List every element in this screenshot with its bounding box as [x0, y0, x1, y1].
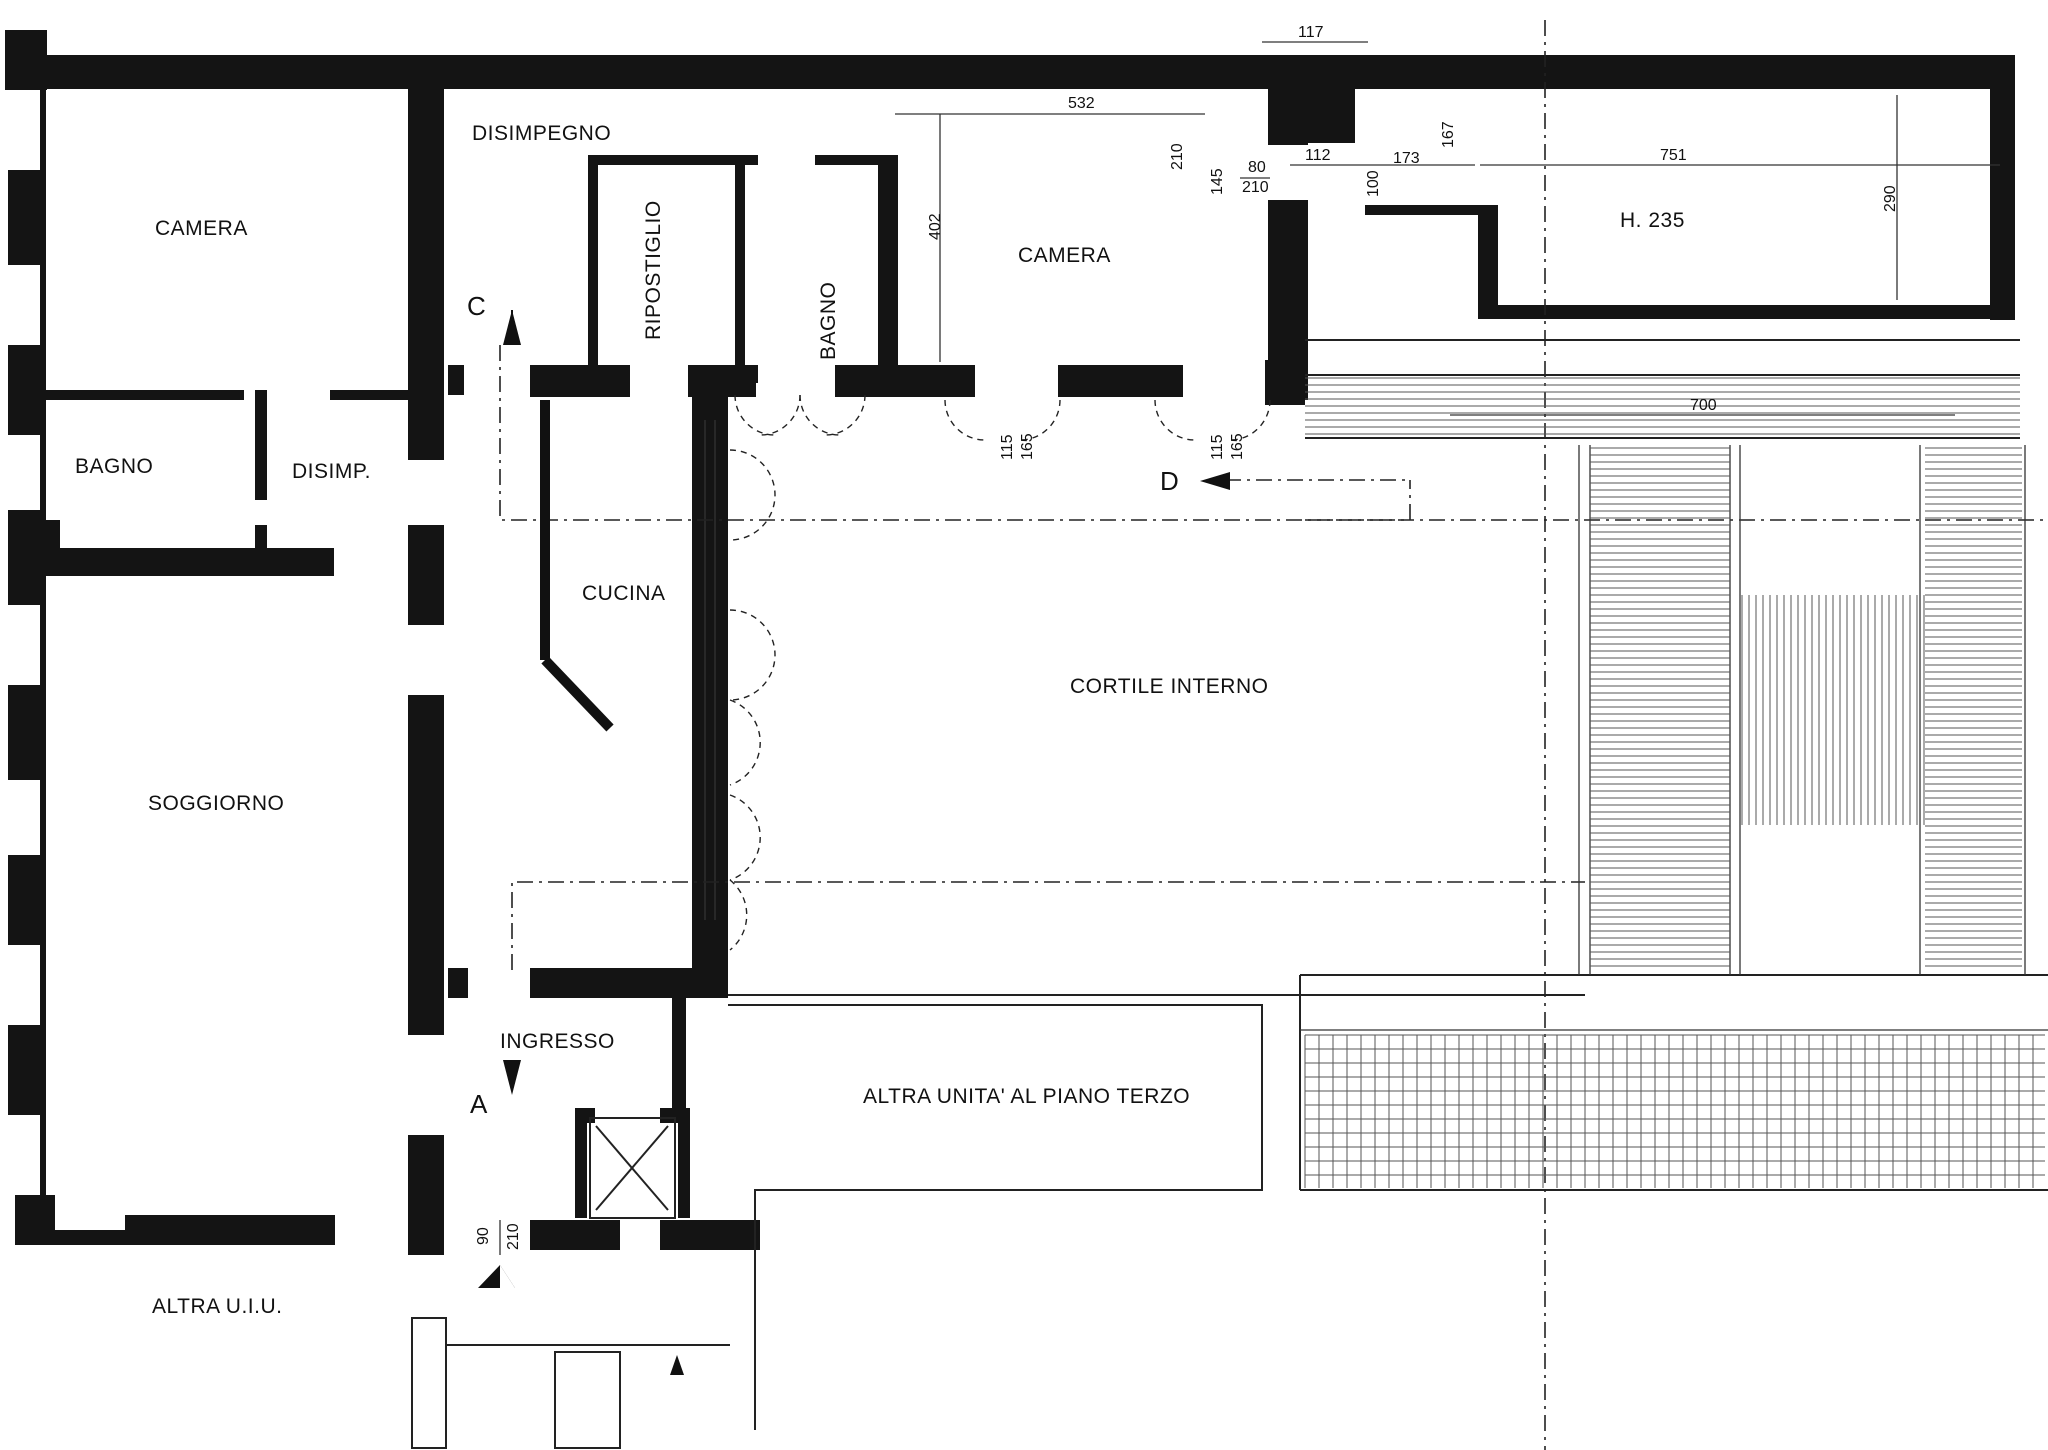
label-altra-uiu: ALTRA U.I.U. — [152, 1295, 282, 1318]
dim-210b: 210 — [1242, 179, 1269, 196]
dim-532: 532 — [1068, 95, 1095, 112]
dim-100: 100 — [1365, 170, 1382, 197]
label-camera-center: CAMERA — [1018, 244, 1111, 267]
dim-167: 167 — [1440, 121, 1457, 148]
dim-210c: 210 — [505, 1223, 522, 1250]
label-disimp: DISIMP. — [292, 460, 371, 483]
section-mark-d: D — [1160, 466, 1179, 496]
arrow-c — [503, 310, 521, 345]
dim-173: 173 — [1393, 150, 1420, 167]
room-labels: DISIMPEGNO CAMERA RIPOSTIGLIO BAGNO CAME… — [75, 122, 1685, 1318]
dim-90: 90 — [475, 1227, 492, 1245]
label-cucina: CUCINA — [582, 582, 666, 605]
label-ripostiglio: RIPOSTIGLIO — [642, 200, 665, 340]
thin-lines — [411, 20, 2048, 1450]
dim-117: 117 — [1298, 24, 1324, 41]
dim-145: 145 — [1209, 168, 1226, 195]
label-soggiorno: SOGGIORNO — [148, 792, 284, 815]
section-mark-c: C — [467, 291, 486, 321]
arrow-d — [1200, 472, 1230, 490]
arrow-a — [503, 1060, 521, 1095]
dim-290: 290 — [1882, 185, 1899, 212]
label-h235: H. 235 — [1620, 209, 1685, 232]
dim-210a: 210 — [1169, 143, 1186, 170]
door-swings — [729, 394, 1271, 951]
dim-402: 402 — [927, 213, 944, 240]
dimensions: 117 532 210 145 402 80 210 112 173 167 1… — [475, 24, 2000, 1255]
stair-arrow — [670, 1355, 684, 1375]
label-ingresso: INGRESSO — [500, 1030, 615, 1053]
label-disimpegno: DISIMPEGNO — [472, 122, 611, 145]
dim-165b: 165 — [1229, 433, 1246, 460]
label-bagno-small: BAGNO — [817, 282, 840, 360]
dim-700: 700 — [1690, 397, 1717, 414]
label-altra-unita: ALTRA UNITA' AL PIANO TERZO — [863, 1085, 1190, 1108]
dim-751: 751 — [1660, 147, 1687, 164]
roof-hatching — [1304, 377, 2045, 1188]
dim-80: 80 — [1248, 159, 1266, 176]
dim-112: 112 — [1305, 147, 1331, 164]
label-bagno-left: BAGNO — [75, 455, 153, 478]
label-camera-left: CAMERA — [155, 217, 248, 240]
label-cortile: CORTILE INTERNO — [1070, 675, 1268, 698]
section-marks: C D A — [467, 291, 1230, 1375]
section-mark-a: A — [470, 1089, 488, 1119]
dim-165a: 165 — [1019, 433, 1036, 460]
walls — [5, 30, 2015, 1255]
dim-115a: 115 — [999, 434, 1016, 460]
dim-115b: 115 — [1209, 434, 1226, 460]
